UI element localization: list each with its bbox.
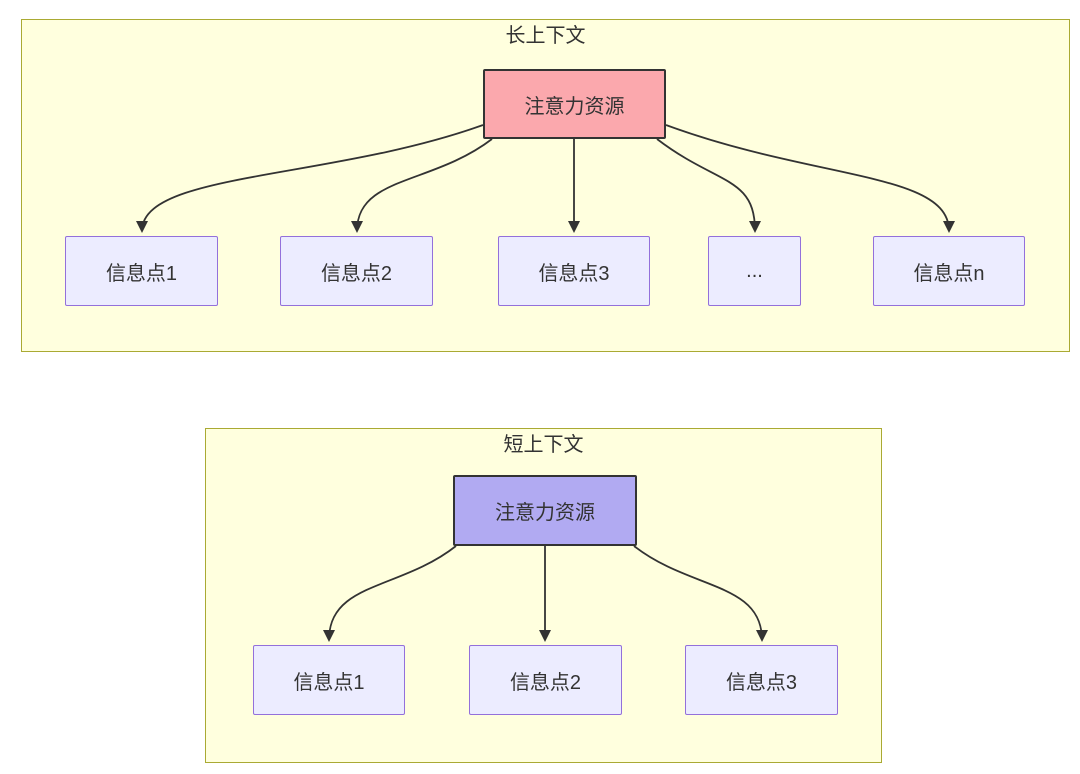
info-node-3-long: 信息点3 [498, 236, 650, 306]
info-node-ellipsis-long: ... [708, 236, 801, 306]
info-node-1-long: 信息点1 [65, 236, 218, 306]
cluster-long-context: 长上下文 注意力资源 信息点1 信息点2 信息点3 ... 信息点n [21, 19, 1070, 352]
info-node-label: 信息点n [913, 262, 985, 285]
info-node-label: 信息点3 [725, 671, 798, 694]
cluster-short-context: 短上下文 注意力资源 信息点1 信息点2 信息点3 [205, 428, 882, 763]
info-node-label: 信息点2 [320, 262, 393, 285]
info-node-1-short: 信息点1 [253, 645, 405, 715]
info-node-label: 信息点1 [293, 671, 365, 694]
attention-resource-node-long: 注意力资源 [483, 69, 666, 139]
info-node-3-short: 信息点3 [685, 645, 838, 715]
attention-resource-label: 注意力资源 [524, 95, 625, 118]
info-node-label: 信息点1 [105, 262, 178, 285]
info-node-2-long: 信息点2 [280, 236, 433, 306]
info-node-2-short: 信息点2 [469, 645, 622, 715]
attention-resource-label: 注意力资源 [495, 502, 595, 524]
attention-resource-node-short: 注意力资源 [453, 475, 637, 546]
info-node-n-long: 信息点n [873, 236, 1025, 306]
cluster-long-title: 长上下文 [505, 25, 586, 47]
cluster-short-title: 短上下文 [503, 434, 584, 456]
info-node-label: 信息点2 [509, 671, 582, 694]
info-node-label: 信息点3 [538, 262, 610, 285]
info-node-label: ... [746, 259, 763, 282]
